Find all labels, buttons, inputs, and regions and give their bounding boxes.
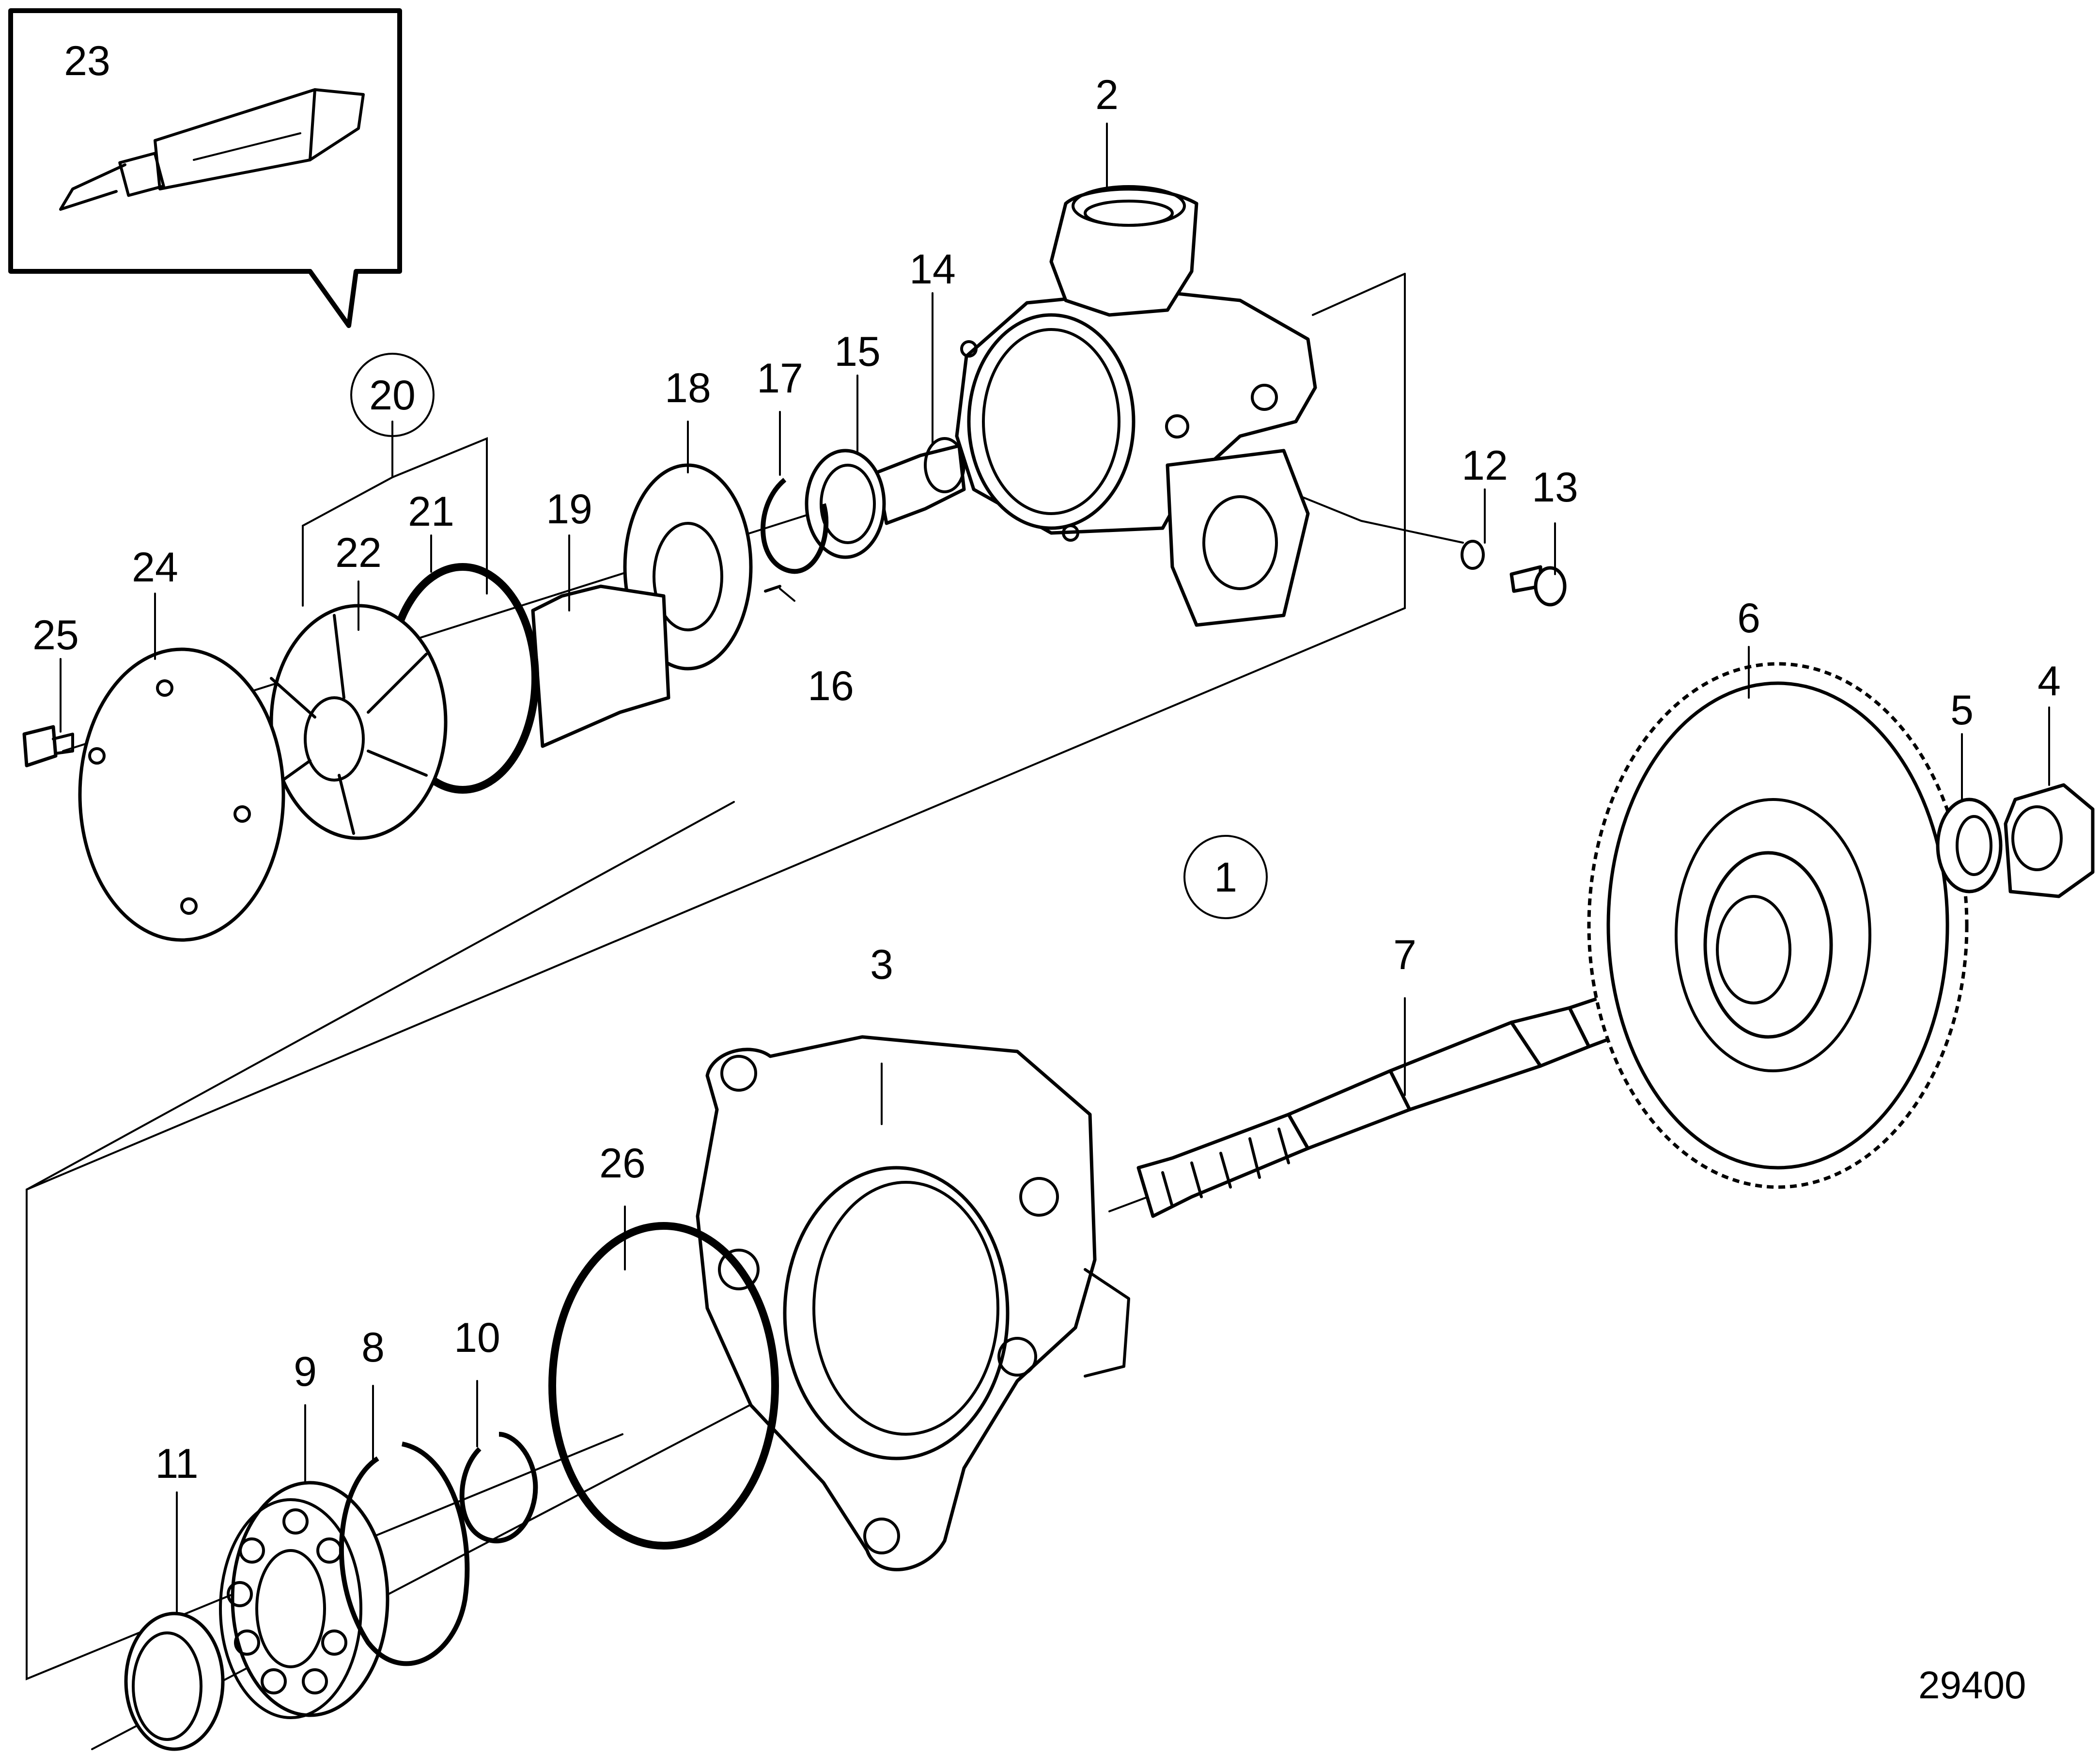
ring-11 bbox=[124, 1612, 225, 1751]
screw-25 bbox=[22, 725, 74, 768]
callout-4: 4 bbox=[2038, 658, 2061, 705]
callout-3: 3 bbox=[870, 941, 893, 988]
svg-text:1: 1 bbox=[1214, 854, 1237, 901]
callout-25: 25 bbox=[32, 612, 79, 658]
callout-1: 1 bbox=[1183, 835, 1268, 919]
cam-19 bbox=[531, 584, 670, 748]
circlip-10 bbox=[459, 1432, 538, 1544]
sealant-tube-icon bbox=[59, 88, 365, 211]
ring-15 bbox=[805, 449, 886, 559]
callout-labels: 1 2 3 4 5 6 7 8 9 10 11 12 13 14 15 16 1… bbox=[32, 38, 2061, 1487]
callout-15: 15 bbox=[834, 329, 881, 375]
circlip-17 bbox=[761, 478, 829, 574]
callout-21: 21 bbox=[408, 488, 454, 535]
pump-shaft bbox=[1136, 991, 1630, 1218]
pin-16 bbox=[764, 585, 781, 593]
lock-washer-5 bbox=[1936, 798, 2003, 893]
leader-lines bbox=[60, 123, 2050, 1614]
callout-26: 26 bbox=[599, 1140, 646, 1187]
pump-housing bbox=[955, 185, 1317, 627]
callout-12: 12 bbox=[1462, 442, 1508, 489]
callout-19: 19 bbox=[546, 486, 592, 533]
circlip-8 bbox=[339, 1442, 470, 1666]
impeller-kit-bracket bbox=[302, 437, 488, 607]
figure-number: 29400 bbox=[1918, 1663, 2026, 1707]
callout-23: 23 bbox=[64, 38, 110, 84]
pump-assembly-frame bbox=[26, 273, 1406, 1680]
callout-10: 10 bbox=[454, 1315, 500, 1361]
screw-13 bbox=[1509, 565, 1567, 607]
callout-2: 2 bbox=[1095, 72, 1119, 118]
callout-13: 13 bbox=[1532, 464, 1578, 511]
callout-20: 20 bbox=[350, 353, 435, 437]
callout-5: 5 bbox=[1950, 687, 1974, 734]
nut-4 bbox=[2004, 783, 2095, 898]
callout-11: 11 bbox=[155, 1441, 198, 1487]
callout-9: 9 bbox=[294, 1348, 317, 1395]
washer-12 bbox=[1461, 540, 1485, 570]
callout-8: 8 bbox=[361, 1324, 385, 1371]
callout-24: 24 bbox=[132, 544, 178, 591]
callout-16: 16 bbox=[808, 663, 854, 709]
svg-text:20: 20 bbox=[369, 372, 416, 419]
callout-14: 14 bbox=[909, 246, 956, 293]
callout-22: 22 bbox=[335, 530, 382, 576]
ball-bearing-9 bbox=[219, 1481, 389, 1719]
callout-6: 6 bbox=[1737, 595, 1760, 642]
callout-18: 18 bbox=[665, 365, 711, 411]
drive-gear bbox=[1587, 662, 1969, 1189]
cover-plate-24 bbox=[78, 647, 285, 942]
bearing-housing bbox=[696, 1035, 1130, 1571]
callout-7: 7 bbox=[1393, 932, 1416, 978]
shaft-seal-14 bbox=[875, 437, 966, 525]
impeller-22 bbox=[269, 604, 448, 840]
o-ring-26 bbox=[548, 1222, 779, 1550]
tube-inset-callout bbox=[8, 8, 402, 328]
callout-17: 17 bbox=[757, 355, 803, 402]
